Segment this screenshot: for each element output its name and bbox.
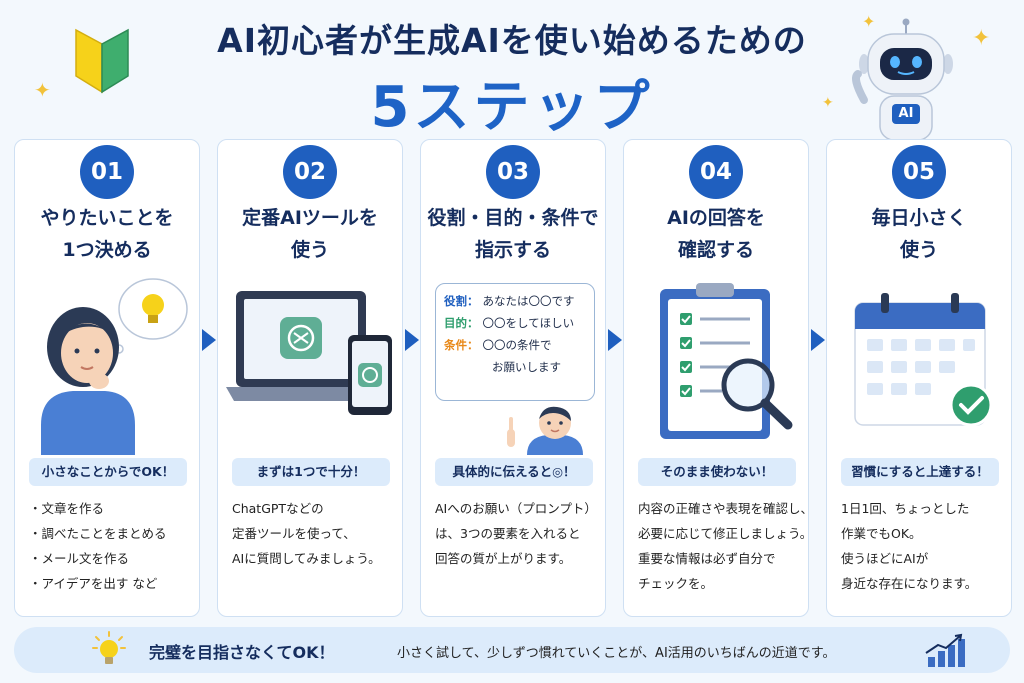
arrow-right-icon — [405, 329, 419, 351]
step-badge: 習慣にすると上達する！ — [841, 458, 999, 486]
step-card-1: やりたいことを 1つ決める 小さなことからでOK！ 文章を作る 調べたことをまと… — [14, 139, 200, 617]
step-description: 1日1回、ちょっとした 作業でもOK。 使うほどにAIが 身近な存在になります。 — [841, 496, 1007, 596]
prompt-condition-value: 〇〇の条件で — [482, 338, 552, 352]
prompt-goal-value: 〇〇をしてほしい — [482, 316, 575, 330]
description-line: 内容の正確さや表現を確認し、 — [638, 501, 814, 516]
step-title: AIの回答を 確認する — [667, 207, 765, 261]
step-description: ChatGPTなどの 定番ツールを使って、 AIに質問してみましょう。 — [232, 496, 398, 571]
description-line: は、3つの要素を入れると — [435, 526, 581, 541]
step-description: 内容の正確さや表現を確認し、 必要に応じて修正しましょう。 重要な情報は必ず自分… — [638, 496, 814, 596]
arrow-right-icon — [811, 329, 825, 351]
step-card-5: 毎日小さく 使う 習慣にすると上達する！ 1日1回、ちょっとした 作業でもOK。 — [826, 139, 1012, 617]
laptop-phone-icon — [226, 291, 392, 415]
description-line: チェックを。 — [638, 576, 714, 591]
prompt-illustration: 役割：あなたは〇〇です 目的：〇〇をしてほしい 条件：〇〇の条件で お願いします — [427, 275, 601, 455]
growth-chart-icon — [925, 633, 965, 667]
step-title: 役割・目的・条件で 指示する — [427, 207, 599, 261]
prompt-condition-continued: お願いします — [492, 360, 561, 374]
robot-mascot-icon — [852, 18, 953, 140]
list-item: 調べたことをまとめる — [29, 521, 195, 546]
footer-headline: 完璧を目指さなくてOK！ — [149, 643, 335, 662]
thinking-person-icon — [41, 278, 188, 455]
robot-badge: AI — [898, 106, 914, 121]
arrow-right-icon — [202, 329, 216, 351]
step-title: やりたいことを 1つ決める — [40, 207, 174, 261]
step-number-badge: 04 — [689, 145, 743, 199]
sparkle-icon: ✦ — [972, 26, 991, 51]
step-title: 定番AIツールを 使う — [242, 207, 378, 261]
list-item: アイデアを出す など — [29, 571, 195, 596]
step-number-badge: 03 — [486, 145, 540, 199]
prompt-role-key: 役割： — [444, 294, 479, 308]
sparkle-icon: ✦ — [822, 95, 834, 111]
step-bullet-list: 文章を作る 調べたことをまとめる メール文を作る アイデアを出す など — [29, 496, 195, 596]
step-card-2: 定番AIツールを 使う まずは1つで十分！ ChatGPTなどの 定番ツールを使… — [217, 139, 403, 617]
step-badge: 具体的に伝えると◎！ — [435, 458, 593, 486]
calendar-check-icon — [854, 293, 993, 427]
list-item: 文章を作る — [29, 496, 195, 521]
page-title: AI初心者が生成AIを使い始めるための — [217, 21, 807, 60]
description-line: 定番ツールを使って、 — [232, 526, 356, 541]
prompt-example-box: 役割：あなたは〇〇です 目的：〇〇をしてほしい 条件：〇〇の条件で お願いします — [435, 283, 595, 401]
description-line: AIに質問してみましょう。 — [232, 551, 381, 566]
step-description: AIへのお願い（プロンプト） は、3つの要素を入れると 回答の質が上がります。 — [435, 496, 601, 571]
lightbulb-icon — [92, 631, 126, 664]
sparkle-icon: ✦ — [862, 12, 876, 31]
description-line: 必要に応じて修正しましょう。 — [638, 526, 813, 541]
step-card-4: AIの回答を 確認する そのまま使わない！ 内容の正確さや表現を確認し、 必要に… — [623, 139, 814, 617]
beginner-mark-icon — [75, 28, 129, 94]
description-line: 回答の質が上がります。 — [435, 551, 572, 566]
prompt-condition-key: 条件： — [444, 338, 479, 352]
step-number-badge: 02 — [283, 145, 337, 199]
list-item: メール文を作る — [29, 546, 195, 571]
description-line: 身近な存在になります。 — [841, 576, 978, 591]
step-card-3: 役割・目的・条件で 指示する 役割：あなたは〇〇です 目的：〇〇をしてほしい 条… — [420, 139, 606, 617]
step-title: 毎日小さく 使う — [871, 207, 967, 261]
checklist-magnifier-icon — [660, 283, 793, 439]
description-line: 使うほどにAIが — [841, 551, 929, 566]
description-line: AIへのお願い（プロンプト） — [435, 501, 597, 516]
description-line: 重要な情報は必ず自分で — [638, 551, 776, 566]
page-subtitle: 5ステップ — [370, 75, 654, 140]
sparkle-icon: ✦ — [34, 78, 51, 102]
step-badge: まずは1つで十分！ — [232, 458, 390, 486]
footer-banner: 完璧を目指さなくてOK！ 小さく試して、少しずつ慣れていくことが、AI活用のいち… — [14, 627, 1010, 673]
description-line: 1日1回、ちょっとした — [841, 501, 970, 516]
description-line: 作業でもOK。 — [841, 526, 922, 541]
footer-message: 小さく試して、少しずつ慣れていくことが、AI活用のいちばんの近道です。 — [397, 646, 836, 661]
pointing-boy-icon — [507, 406, 583, 455]
step-number-badge: 05 — [892, 145, 946, 199]
prompt-goal-key: 目的： — [444, 316, 479, 330]
step-badge: そのまま使わない！ — [638, 458, 796, 486]
arrow-right-icon — [608, 329, 622, 351]
prompt-role-value: あなたは〇〇です — [482, 294, 575, 308]
step-number-badge: 01 — [80, 145, 134, 199]
description-line: ChatGPTなどの — [232, 501, 324, 516]
step-badge: 小さなことからでOK！ — [29, 458, 187, 486]
